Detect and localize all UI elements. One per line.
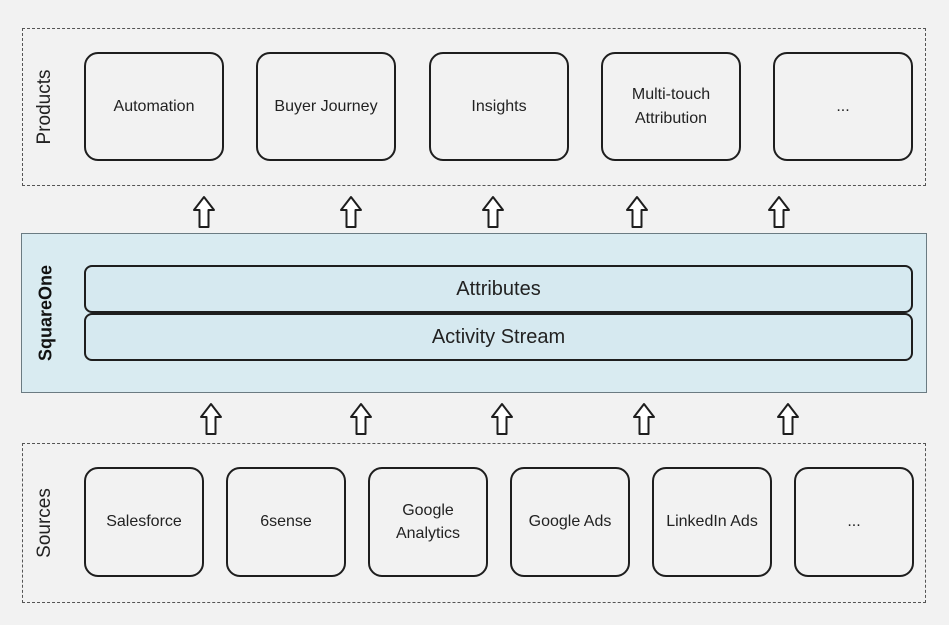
up-arrow-icon xyxy=(340,196,362,228)
up-arrow-icon xyxy=(768,196,790,228)
up-arrow-icon xyxy=(777,403,799,435)
source-google-analytics-label: Google Analytics xyxy=(395,501,461,542)
attributes-layer: Attributes xyxy=(84,265,913,313)
activity-stream-layer: Activity Stream xyxy=(84,313,913,361)
source-salesforce: Salesforce xyxy=(84,467,204,577)
up-arrow-icon xyxy=(193,196,215,228)
sources-label: Sources xyxy=(34,488,55,558)
product-buyer-journey: Buyer Journey xyxy=(256,52,396,161)
up-arrow-icon xyxy=(626,196,648,228)
product-automation: Automation xyxy=(84,52,224,161)
up-arrow-icon xyxy=(491,403,513,435)
product-multi-touch-attribution-label: Multi-touch Attribution xyxy=(631,86,711,127)
up-arrow-icon xyxy=(200,403,222,435)
products-section xyxy=(22,28,926,186)
source-linkedin-ads: LinkedIn Ads xyxy=(652,467,772,577)
source-google-ads: Google Ads xyxy=(510,467,630,577)
sources-section xyxy=(22,443,926,603)
product-multi-touch-attribution: Multi-touch Attribution xyxy=(601,52,741,161)
squareone-label: SquareOne xyxy=(35,264,56,362)
up-arrow-icon xyxy=(482,196,504,228)
source-google-analytics: Google Analytics xyxy=(368,467,488,577)
product-insights: Insights xyxy=(429,52,569,161)
up-arrow-icon xyxy=(350,403,372,435)
product-more: ... xyxy=(773,52,913,161)
source-more: ... xyxy=(794,467,914,577)
source-6sense: 6sense xyxy=(226,467,346,577)
products-label: Products xyxy=(34,69,55,145)
up-arrow-icon xyxy=(633,403,655,435)
